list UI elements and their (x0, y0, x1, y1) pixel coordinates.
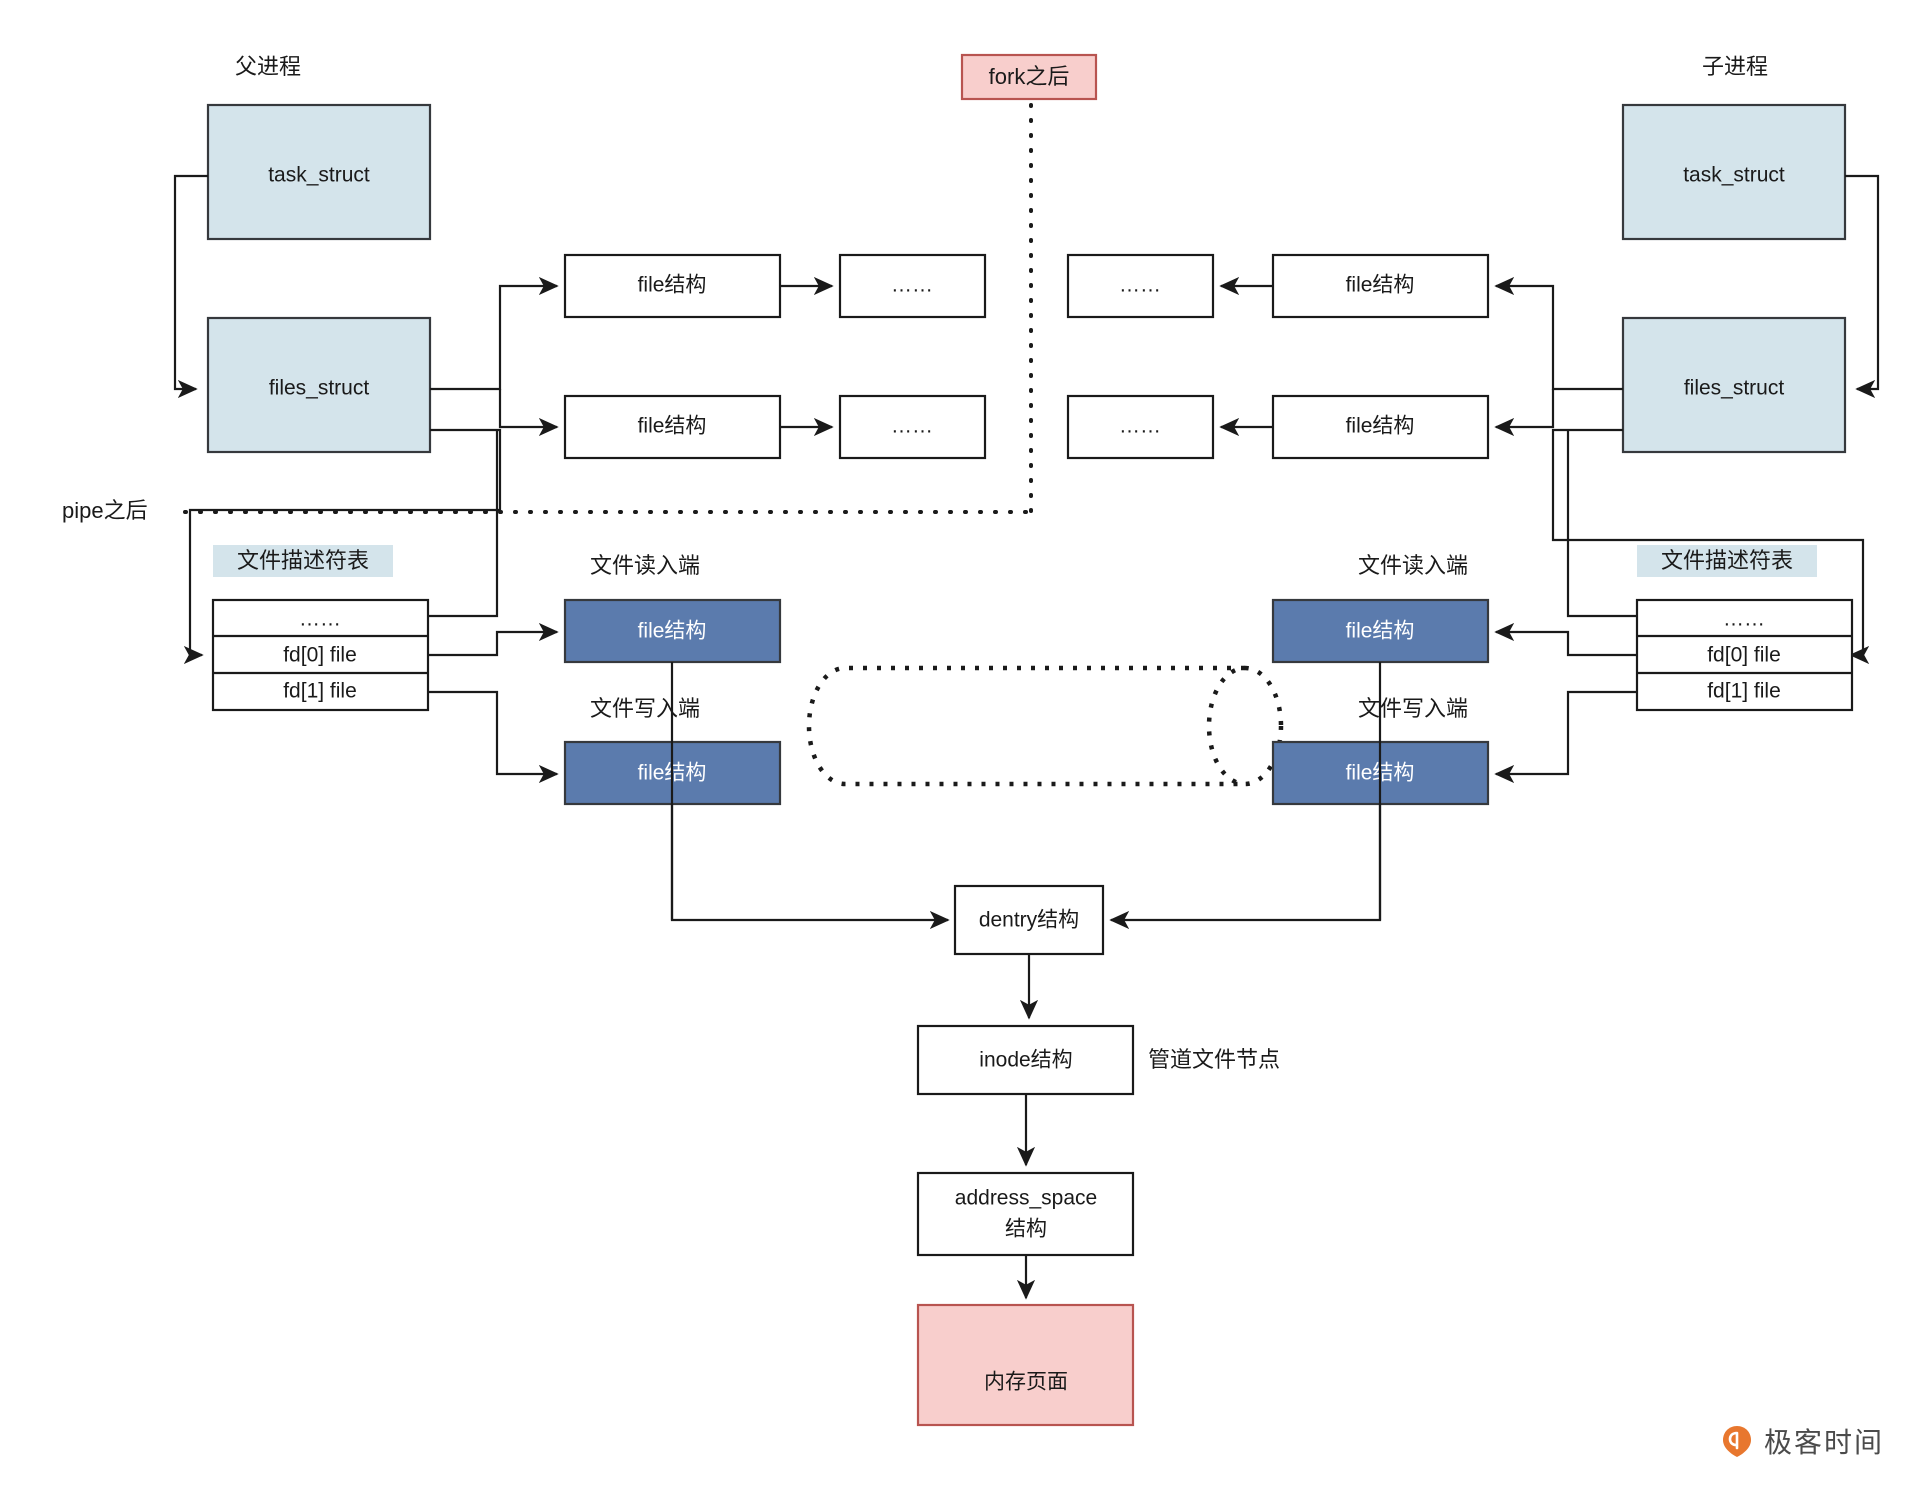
child-file-node-2-label: file结构 (1346, 415, 1415, 438)
child-task-struct-box (1621, 103, 1847, 241)
edge-parent-files-to-file1 (430, 276, 559, 391)
parent-files-struct-label: files_struct (269, 377, 370, 400)
child-file-node-1 (1271, 253, 1490, 319)
parent-fd-row-0: …… (299, 608, 341, 631)
location-pin-icon (1720, 1424, 1754, 1458)
edge-child-fd0-to-read (1494, 622, 1637, 657)
edge-child-files-to-file1 (1494, 276, 1623, 391)
watermark-logo: 极客时间 (1720, 1421, 1884, 1461)
parent-fd-row-1: fd[0] file (283, 644, 357, 667)
child-read-end-box (1271, 598, 1490, 664)
address-space-box (916, 1171, 1135, 1257)
edge-parent-fd0-to-read (428, 622, 559, 657)
child-file-next-1 (1066, 253, 1215, 319)
inode-label: inode结构 (979, 1049, 1072, 1072)
parent-fd-table-caption: 文件描述符表 (237, 548, 369, 573)
dentry-box (953, 884, 1105, 956)
parent-read-end-label: file结构 (638, 620, 707, 643)
parent-fd-table (211, 598, 430, 712)
child-write-end-caption: 文件写入端 (1358, 696, 1468, 721)
child-fd-row-1: fd[0] file (1707, 644, 1781, 667)
address-space-label-line2: 结构 (1005, 1218, 1047, 1241)
parent-process-title: 父进程 (235, 54, 301, 79)
inode-box (916, 1024, 1135, 1096)
edge-child-fdtable-up (1566, 430, 1637, 618)
edge-parent-files-to-fdtable (183, 428, 502, 665)
parent-fd-row-2: fd[1] file (283, 680, 357, 703)
watermark-brand-text: 极客时间 (1763, 1426, 1884, 1459)
child-files-struct-label: files_struct (1684, 377, 1785, 400)
address-space-label-line1: address_space (955, 1187, 1097, 1210)
child-read-end-caption: 文件读入端 (1358, 553, 1468, 578)
fork-divider-badge (960, 53, 1098, 101)
edge-parent-task-to-files (173, 174, 208, 399)
edge-parent-fdtable-up (428, 430, 499, 618)
pipe-divider-label: pipe之后 (62, 498, 148, 523)
parent-files-struct-box (206, 316, 432, 454)
child-process-title: 子进程 (1702, 54, 1768, 79)
dentry-label: dentry结构 (979, 909, 1079, 932)
parent-write-end-caption: 文件写入端 (590, 696, 700, 721)
child-fd-table (1635, 598, 1854, 712)
fork-divider-label: fork之后 (989, 64, 1070, 89)
parent-file-next-2 (838, 394, 987, 460)
parent-file-node-1-label: file结构 (638, 274, 707, 297)
edge-child-files-to-file2 (1494, 389, 1555, 437)
child-fd-table-caption: 文件描述符表 (1661, 548, 1793, 573)
child-fd-row-2: fd[1] file (1707, 680, 1781, 703)
child-fd-table-caption-band (1637, 545, 1817, 577)
parent-fd-table-caption-band (213, 545, 393, 577)
parent-file-node-1 (563, 253, 782, 319)
parent-task-struct-box (206, 103, 432, 241)
edge-child-files-to-fdtable (1551, 428, 1870, 665)
edge-child-task-to-files (1845, 174, 1880, 399)
memory-page-box (916, 1303, 1135, 1427)
memory-page-label: 内存页面 (984, 1371, 1068, 1394)
parent-file-next-2-label: …… (891, 415, 933, 438)
child-file-next-2 (1066, 394, 1215, 460)
parent-file-node-2-label: file结构 (638, 415, 707, 438)
child-read-end-label: file结构 (1346, 620, 1415, 643)
child-task-struct-label: task_struct (1683, 164, 1785, 187)
child-files-struct-box (1621, 316, 1847, 454)
parent-task-struct-label: task_struct (268, 164, 370, 187)
child-file-next-2-label: …… (1119, 415, 1161, 438)
edge-child-fd1-to-write (1494, 690, 1637, 784)
parent-file-next-1-label: …… (891, 274, 933, 297)
parent-read-end-caption: 文件读入端 (590, 553, 700, 578)
edge-parent-files-to-file2 (498, 389, 559, 437)
child-file-next-1-label: …… (1119, 274, 1161, 297)
edge-parent-fd1-to-write (428, 690, 559, 784)
parent-file-next-1 (838, 253, 987, 319)
inode-note-label: 管道文件节点 (1148, 1047, 1280, 1072)
child-file-node-1-label: file结构 (1346, 274, 1415, 297)
pipe-cylinder-body (806, 665, 1245, 787)
child-fd-row-0: …… (1723, 608, 1765, 631)
child-file-node-2 (1271, 394, 1490, 460)
pipe-cylinder-cap (1206, 665, 1284, 787)
